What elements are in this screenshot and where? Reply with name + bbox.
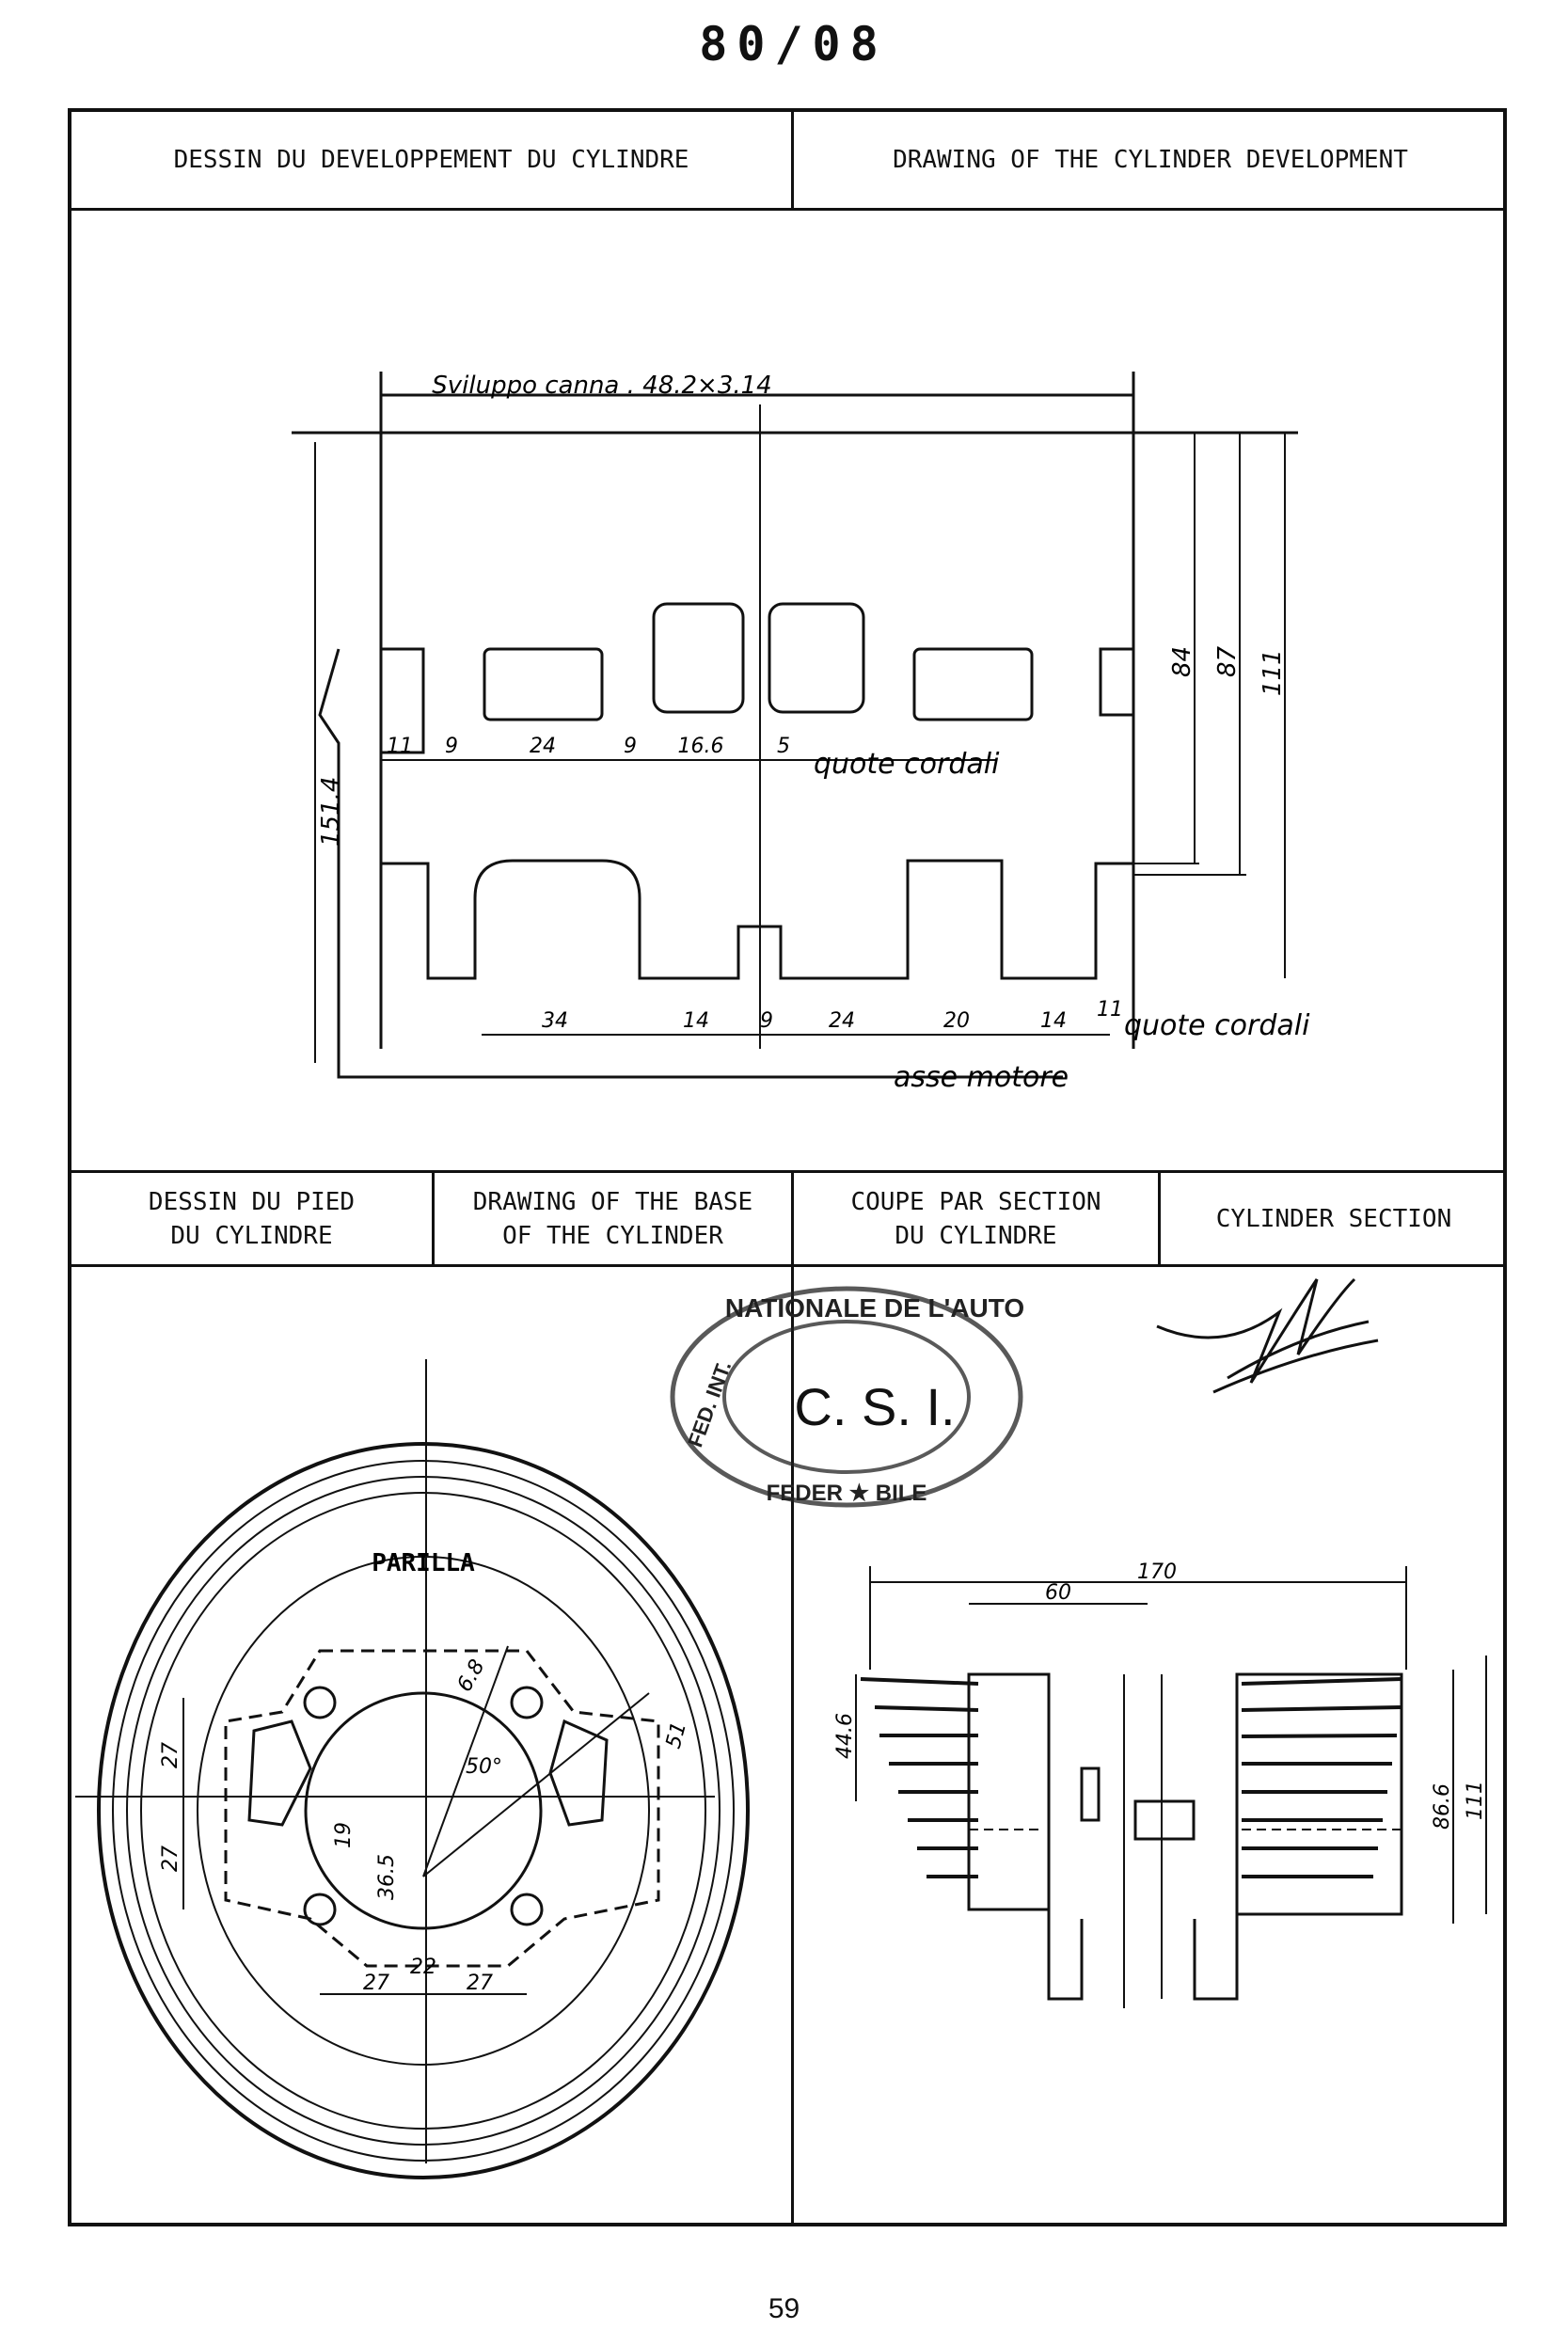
- base-dim-6: 27: [467, 1972, 493, 1995]
- divider-section-labels: [1158, 1170, 1161, 1264]
- divider-bottom-center: [791, 1170, 794, 2223]
- header-development-en: DRAWING OF THE CYLINDER DEVELOPMENT: [893, 146, 1408, 174]
- base-dim-7: 6.8: [453, 1656, 490, 1696]
- base-dim-0: 27: [159, 1742, 182, 1768]
- dim-top-1: 9: [445, 735, 458, 758]
- dim-bottom-0: 34: [542, 1009, 568, 1033]
- dim-bottom-4: 20: [943, 1009, 970, 1033]
- signature-mark: [1156, 1277, 1379, 1394]
- dim-top-5: 5: [777, 735, 790, 758]
- base-dim-5: 27: [363, 1972, 389, 1995]
- development-axis-note: asse motore: [894, 1061, 1069, 1094]
- dim-right-0: 84: [1168, 646, 1196, 677]
- dim-top-4: 16.6: [678, 735, 724, 758]
- stamp-ring-top: NATIONALE DE L'AUTO: [725, 1293, 1024, 1323]
- dim-bottom-2: 9: [760, 1009, 773, 1033]
- divider-base-labels: [432, 1170, 435, 1264]
- section-dim-1: 60: [1045, 1581, 1071, 1605]
- dim-bottom-6: 11: [1097, 998, 1123, 1022]
- dim-top-3: 9: [624, 735, 637, 758]
- divider-header-bottom: [71, 208, 1503, 211]
- section-dim-2: 44.6: [833, 1713, 857, 1759]
- base-dim-1: 27: [159, 1846, 182, 1872]
- dim-top-2: 24: [530, 735, 556, 758]
- dim-bottom-3: 24: [829, 1009, 855, 1033]
- development-left-dim: 151.4: [317, 777, 345, 847]
- section-dim-4: 111: [1464, 1781, 1487, 1820]
- development-top-note: quote cordali: [814, 748, 1000, 781]
- development-title: Sviluppo canna . 48.2×3.14: [432, 372, 771, 400]
- base-dim-2: 19: [332, 1822, 356, 1848]
- dim-right-2: 111: [1259, 649, 1287, 696]
- divider-middle-bottom: [71, 1264, 1503, 1267]
- divider-middle-top: [71, 1170, 1503, 1173]
- section-dim-0: 170: [1137, 1561, 1177, 1584]
- fia-stamp: C. S. I. NATIONALE DE L'AUTO FED. INT. F…: [670, 1286, 1024, 1508]
- dim-bottom-5: 14: [1040, 1009, 1067, 1033]
- section-dim-3: 86.6: [1431, 1783, 1454, 1830]
- base-dim-3: 36.5: [375, 1854, 399, 1900]
- stamp-ring-left: FED. INT.: [683, 1358, 736, 1450]
- stamp-center-text: C. S. I.: [794, 1377, 955, 1436]
- development-bottom-note: quote cordali: [1124, 1009, 1310, 1042]
- base-dim-8: 50°: [466, 1755, 502, 1779]
- document-number: 80/08: [699, 17, 888, 71]
- page-number: 59: [768, 2293, 800, 2324]
- header-development-fr: DESSIN DU DEVELOPPEMENT DU CYLINDRE: [173, 146, 689, 174]
- header-base-fr: DESSIN DU PIED DU CYLINDRE: [148, 1187, 356, 1250]
- dim-bottom-1: 14: [683, 1009, 709, 1033]
- page-frame: DESSIN DU DEVELOPPEMENT DU CYLINDRE DRAW…: [68, 108, 1507, 2226]
- header-section-en: CYLINDER SECTION: [1215, 1204, 1452, 1233]
- base-dim-4: 22: [410, 1956, 436, 1979]
- dim-top-0: 11: [387, 735, 413, 758]
- header-base-en: DRAWING OF THE BASE OF THE CYLINDER: [472, 1187, 753, 1250]
- divider-header-center: [791, 112, 794, 208]
- base-dim-9: 51: [662, 1719, 691, 1751]
- dim-right-1: 87: [1213, 645, 1242, 677]
- header-section-fr: COUPE PAR SECTION DU CYLINDRE: [850, 1187, 1101, 1250]
- base-brand-label: PARILLA: [372, 1549, 475, 1577]
- stamp-ring-bottom: FEDER ★ BILE: [767, 1481, 927, 1506]
